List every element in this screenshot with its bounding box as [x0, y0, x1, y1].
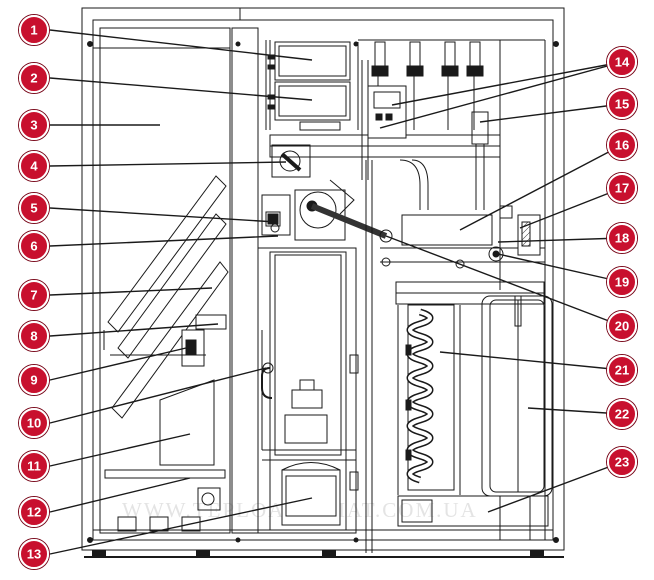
callout-19: 19 [606, 266, 638, 298]
pump-connector [488, 246, 504, 262]
tank-hook [261, 367, 273, 399]
cabinet-inner-frame [92, 19, 554, 541]
drain-valve [197, 487, 221, 511]
storage-tank-frame [257, 247, 357, 534]
callout-22: 22 [606, 398, 638, 430]
callout-circle [19, 15, 49, 45]
callout-2: 2 [18, 62, 50, 94]
electrical-control-box [274, 41, 351, 81]
callout-20: 20 [606, 310, 638, 342]
callout-23: 23 [606, 446, 638, 478]
callout-1: 1 [18, 14, 50, 46]
callout-13: 13 [18, 538, 50, 570]
lower-access-panel [159, 379, 215, 466]
frame-bolts [87, 41, 559, 543]
callout-leader-lines [49, 29, 623, 555]
callout-3: 3 [18, 109, 50, 141]
callout-number: 12 [27, 505, 41, 520]
callout-circle [607, 399, 637, 429]
callout-number: 10 [27, 416, 41, 431]
callout-circle [607, 130, 637, 160]
callout-circle [19, 280, 49, 310]
cabinet-feet [84, 550, 564, 558]
callout-circle [19, 497, 49, 527]
callout-18: 18 [606, 222, 638, 254]
cabinet-drawing [81, 7, 565, 558]
callout-8: 8 [18, 320, 50, 352]
callout-circle [19, 151, 49, 181]
callout-number: 3 [30, 118, 37, 133]
callout-number: 18 [615, 231, 629, 246]
front-panel-left [99, 27, 231, 534]
callout-21: 21 [606, 354, 638, 386]
control-unit-box [274, 81, 351, 121]
callout-circle [19, 451, 49, 481]
callout-12: 12 [18, 496, 50, 528]
callout-circle [607, 223, 637, 253]
callout-circle [19, 110, 49, 140]
callout-17: 17 [606, 172, 638, 204]
callout-number: 14 [615, 55, 630, 70]
callout-circle [19, 231, 49, 261]
callout-number: 5 [30, 201, 37, 216]
callout-circle [607, 355, 637, 385]
coil-heat-exchanger [407, 304, 455, 491]
fan-housing [294, 189, 346, 241]
callout-circle [607, 267, 637, 297]
callout-circle [607, 173, 637, 203]
pipe-filter [471, 111, 489, 145]
callout-circle [19, 365, 49, 395]
callout-number: 8 [30, 329, 37, 344]
callout-number: 11 [27, 459, 41, 474]
top-pipe-fittings [371, 41, 484, 130]
callout-6: 6 [18, 230, 50, 262]
callout-number: 20 [615, 319, 629, 334]
callout-circle [19, 408, 49, 438]
callout-number: 19 [615, 275, 629, 290]
callout-10: 10 [18, 407, 50, 439]
callout-9: 9 [18, 364, 50, 396]
callout-11: 11 [18, 450, 50, 482]
callout-number: 23 [615, 455, 629, 470]
callout-number: 9 [30, 373, 37, 388]
callout-number: 17 [615, 181, 629, 196]
callout-number: 22 [615, 407, 629, 422]
callout-number: 6 [30, 239, 37, 254]
condensate-tray [397, 495, 549, 527]
callout-circle [607, 311, 637, 341]
callout-4: 4 [18, 150, 50, 182]
callout-number: 21 [615, 363, 629, 378]
terminal-clips [267, 54, 275, 110]
callout-number: 13 [27, 547, 41, 562]
callout-5: 5 [18, 192, 50, 224]
callout-circle [19, 321, 49, 351]
sensor-bracket [195, 314, 227, 330]
callout-number: 16 [615, 138, 629, 153]
callout-number: 4 [30, 159, 38, 174]
callout-number: 15 [615, 97, 629, 112]
water-manifold [401, 214, 493, 246]
callout-circle [19, 63, 49, 93]
callout-16: 16 [606, 129, 638, 161]
callout-7: 7 [18, 279, 50, 311]
callout-circle [19, 539, 49, 569]
central-post [231, 27, 259, 534]
callout-number: 1 [30, 23, 37, 38]
callout-15: 15 [606, 88, 638, 120]
callout-14: 14 [606, 46, 638, 78]
callout-number: 2 [30, 71, 37, 86]
callout-number: 7 [30, 288, 37, 303]
callout-circle [19, 193, 49, 223]
callout-circle [607, 89, 637, 119]
callout-circle [607, 47, 637, 77]
callout-circle [607, 447, 637, 477]
